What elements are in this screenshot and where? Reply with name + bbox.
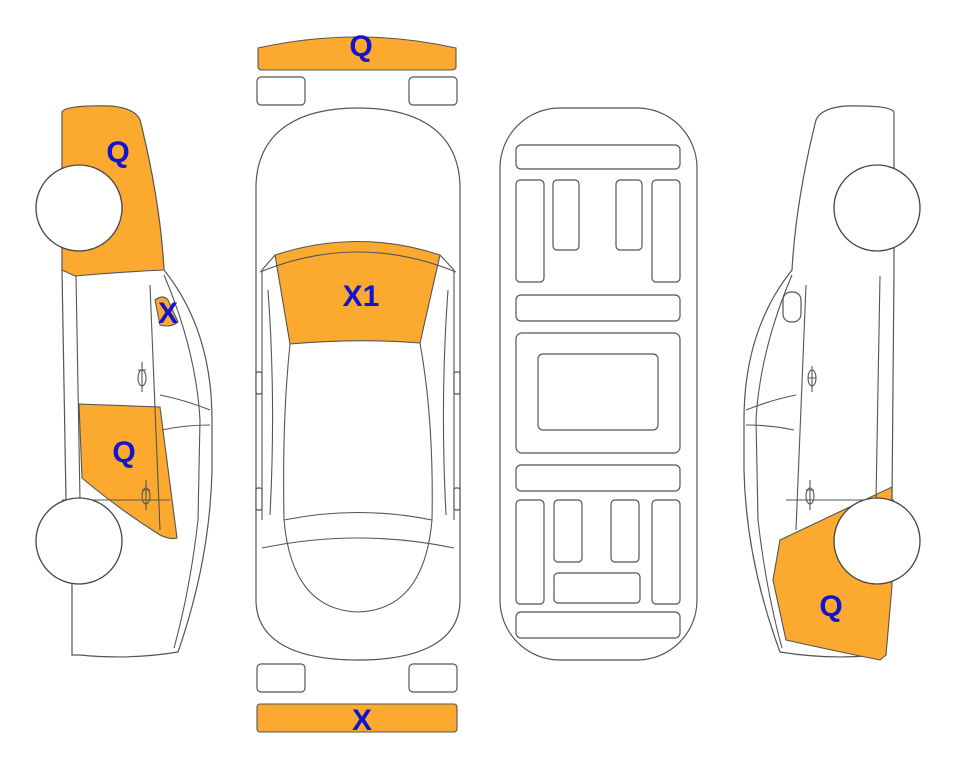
left-door-handle-front	[137, 362, 147, 392]
floor-bottom-bar	[515, 611, 681, 639]
floor-mid-bar-2	[515, 464, 681, 492]
left-front-pillar-panel[interactable]	[154, 296, 179, 327]
left-front-wheel	[35, 164, 123, 252]
front-bumper-group: Q	[256, 30, 458, 106]
label-rear-bumper: X	[352, 704, 372, 737]
right-door-handle-rear	[805, 480, 815, 510]
windshield-right	[439, 254, 455, 520]
mirror-left	[255, 371, 263, 395]
handle-right	[453, 487, 461, 511]
floor-rear-right-inner	[610, 499, 640, 563]
trunk-line	[261, 537, 455, 549]
right-mirror	[782, 291, 802, 323]
rear-light-right	[408, 663, 458, 693]
top-view-body	[255, 107, 461, 661]
floor-mid-bar-1	[515, 294, 681, 322]
right-door-line-1	[875, 275, 881, 501]
floor-rear-left-outer	[515, 499, 545, 605]
handle-left	[255, 487, 263, 511]
front-headlight-left	[256, 76, 306, 106]
floor-seat-left-inner	[552, 179, 580, 251]
rear-bumper-panel[interactable]	[256, 703, 458, 733]
label-hood: X1	[343, 280, 380, 313]
right-side-view: Q	[743, 105, 921, 661]
floor-rear-box	[553, 572, 641, 604]
right-roof-line	[755, 274, 793, 649]
right-door-handle-front	[807, 366, 817, 392]
left-window-line-2	[161, 424, 211, 431]
floor-center-box	[537, 353, 659, 431]
side-glass-left	[267, 289, 274, 516]
left-door-line-2	[149, 284, 161, 531]
left-side-view: Q X Q	[35, 105, 213, 658]
left-door-line-1	[75, 275, 81, 501]
right-front-wheel	[833, 164, 921, 252]
underbody-view	[499, 107, 698, 661]
label-front-bumper: Q	[349, 30, 372, 63]
label-right-rear-quarter: Q	[819, 590, 842, 623]
mirror-right	[453, 371, 461, 395]
floor-rear-right-outer	[651, 499, 681, 605]
rear-light-left	[256, 663, 306, 693]
left-door-handle-rear	[141, 480, 151, 510]
roof-outline	[283, 342, 433, 521]
rear-window	[283, 519, 433, 613]
right-door-line-2	[795, 284, 807, 531]
label-left-rear-door: Q	[112, 436, 135, 469]
top-view-car: X1	[255, 107, 461, 661]
floor-seat-right-inner	[615, 179, 643, 251]
floor-top-bar	[515, 144, 681, 170]
right-rear-wheel	[833, 497, 921, 585]
right-window-line-2	[745, 424, 795, 431]
left-rear-wheel	[35, 497, 123, 585]
label-left-front-pillar: X	[158, 297, 178, 330]
rear-bumper-group: X	[256, 663, 458, 737]
floor-rear-left-inner	[553, 499, 583, 563]
label-left-front-fender: Q	[106, 136, 129, 169]
hood-line	[259, 251, 457, 273]
side-glass-right	[442, 289, 449, 516]
floor-seat-left-outer	[515, 179, 545, 283]
left-roof-line	[163, 274, 201, 649]
left-window-line	[159, 394, 211, 411]
front-headlight-right	[408, 76, 458, 106]
front-bumper-panel[interactable]	[257, 36, 457, 71]
windshield-left	[261, 254, 276, 520]
floor-seat-right-outer	[651, 179, 681, 283]
left-rear-door-panel[interactable]	[78, 403, 178, 540]
right-window-line	[745, 394, 797, 411]
